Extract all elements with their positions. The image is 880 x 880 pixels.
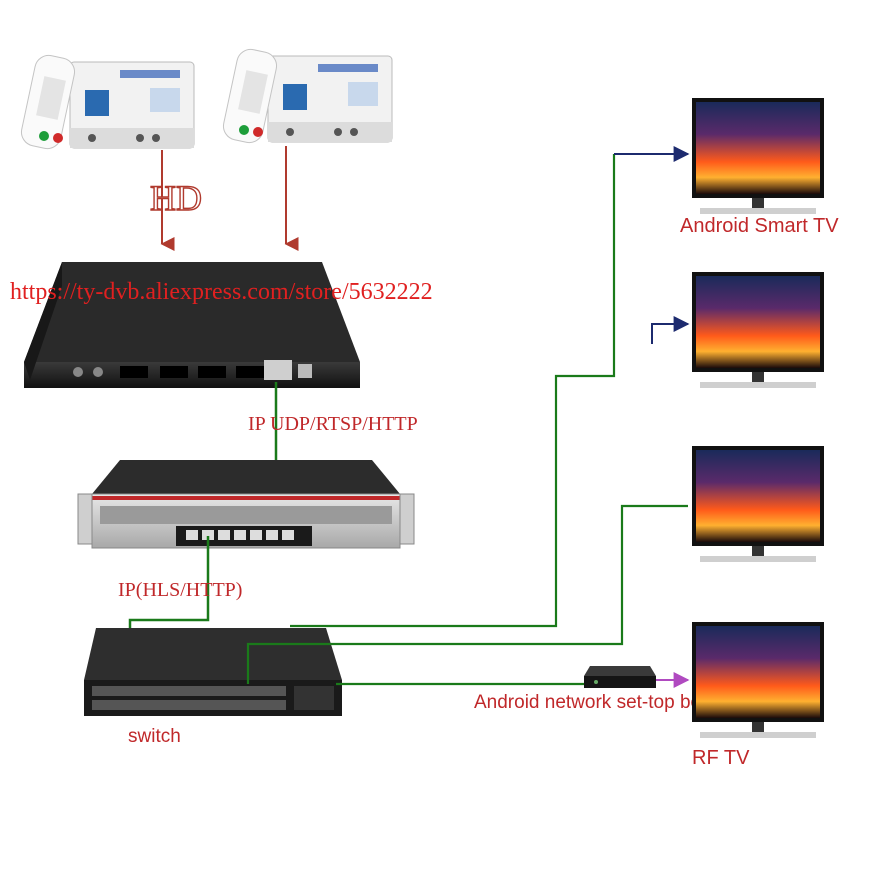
rf-tv-label: RF TV [692, 747, 750, 769]
tv-2 [692, 272, 824, 388]
android-set-top-box-label: Android network set-top box [474, 692, 711, 713]
hd-label: HD [150, 178, 202, 218]
rack-server-icon [77, 460, 415, 549]
television-icon [692, 98, 824, 214]
tv-4 [692, 622, 824, 738]
tv-1 [692, 98, 824, 214]
television-icon [692, 446, 824, 562]
satellite-receiver-icon [267, 55, 393, 143]
television-icon [692, 622, 824, 738]
store-url-label: https://ty-dvb.aliexpress.com/store/5632… [10, 279, 433, 305]
remote-control-icon [222, 48, 278, 144]
ip-hls-http-label: IP(HLS/HTTP) [118, 579, 242, 601]
satellite-receiver-icon [69, 61, 195, 149]
television-icon [692, 272, 824, 388]
hdmi-encoder-icon [24, 262, 360, 388]
link-switch-to-tv3 [246, 504, 688, 684]
receiver-2 [222, 48, 393, 144]
switch-label: switch [128, 726, 181, 747]
link-to-tv2-arrow [651, 316, 690, 344]
network-switch-icon [84, 628, 342, 716]
tv-3 [692, 446, 824, 562]
remote-control-icon [20, 54, 76, 150]
android-smart-tv-label: Android Smart TV [680, 215, 839, 237]
ip-udp-rtsp-http-label: IP UDP/RTSP/HTTP [248, 413, 418, 435]
set-top-box-icon [584, 666, 656, 688]
link-switch-to-tv1 [290, 154, 616, 628]
receiver-1 [20, 54, 195, 150]
